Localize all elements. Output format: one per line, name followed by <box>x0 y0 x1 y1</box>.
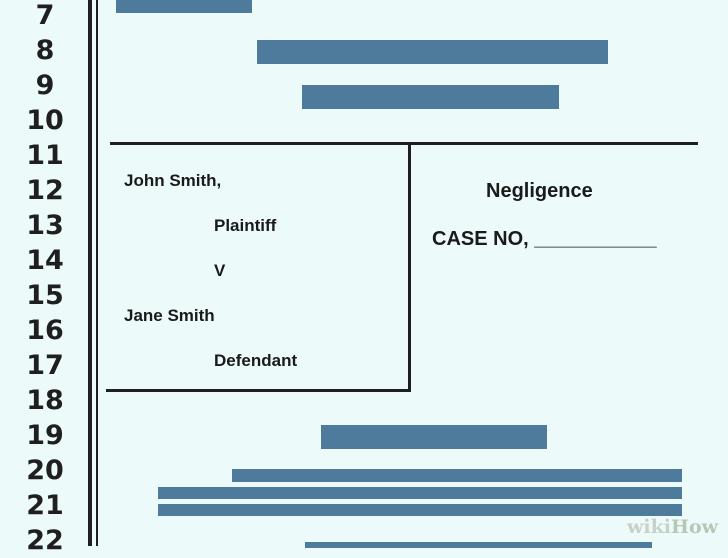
line-number-11: 11 <box>26 140 64 171</box>
watermark-part-2: How <box>671 516 718 538</box>
redacted-line <box>158 504 682 516</box>
defendant-name: Jane Smith <box>124 306 215 325</box>
versus-label: V <box>214 261 226 280</box>
wikihow-watermark: wikiHow <box>627 516 718 538</box>
line-number-15: 15 <box>26 280 64 311</box>
line-number-10: 10 <box>26 105 64 136</box>
caption-top-rule <box>110 142 698 145</box>
line-number-18: 18 <box>26 385 64 416</box>
line-number-21: 21 <box>26 490 64 521</box>
cause-of-action: Negligence <box>486 180 593 202</box>
redacted-line <box>305 542 652 548</box>
caption-divider-rule <box>408 144 411 392</box>
line-number-7: 7 <box>35 0 55 31</box>
redacted-line <box>321 425 547 449</box>
redacted-line <box>302 85 559 109</box>
plaintiff-label: Plaintiff <box>214 216 277 235</box>
caption-bottom-rule <box>106 389 411 392</box>
line-number-12: 12 <box>26 175 64 206</box>
line-number-17: 17 <box>26 350 64 381</box>
case-number: CASE NO, ___________ <box>432 228 657 250</box>
redacted-line <box>116 0 252 13</box>
line-number-20: 20 <box>26 455 64 486</box>
redacted-line <box>257 40 608 64</box>
defendant-label: Defendant <box>214 351 298 370</box>
plaintiff-name: John Smith, <box>124 171 222 190</box>
line-number-13: 13 <box>26 210 64 241</box>
line-number-22: 22 <box>26 525 64 556</box>
line-number-16: 16 <box>26 315 64 346</box>
line-number-8: 8 <box>35 35 55 66</box>
redacted-line <box>232 469 682 482</box>
line-number-14: 14 <box>26 245 64 276</box>
redacted-line <box>158 487 682 499</box>
margin-rule-thick <box>88 0 92 546</box>
line-number-9: 9 <box>35 70 55 101</box>
line-number-19: 19 <box>26 420 64 451</box>
margin-rule-thin <box>96 0 98 546</box>
watermark-part-1: wiki <box>627 516 672 538</box>
